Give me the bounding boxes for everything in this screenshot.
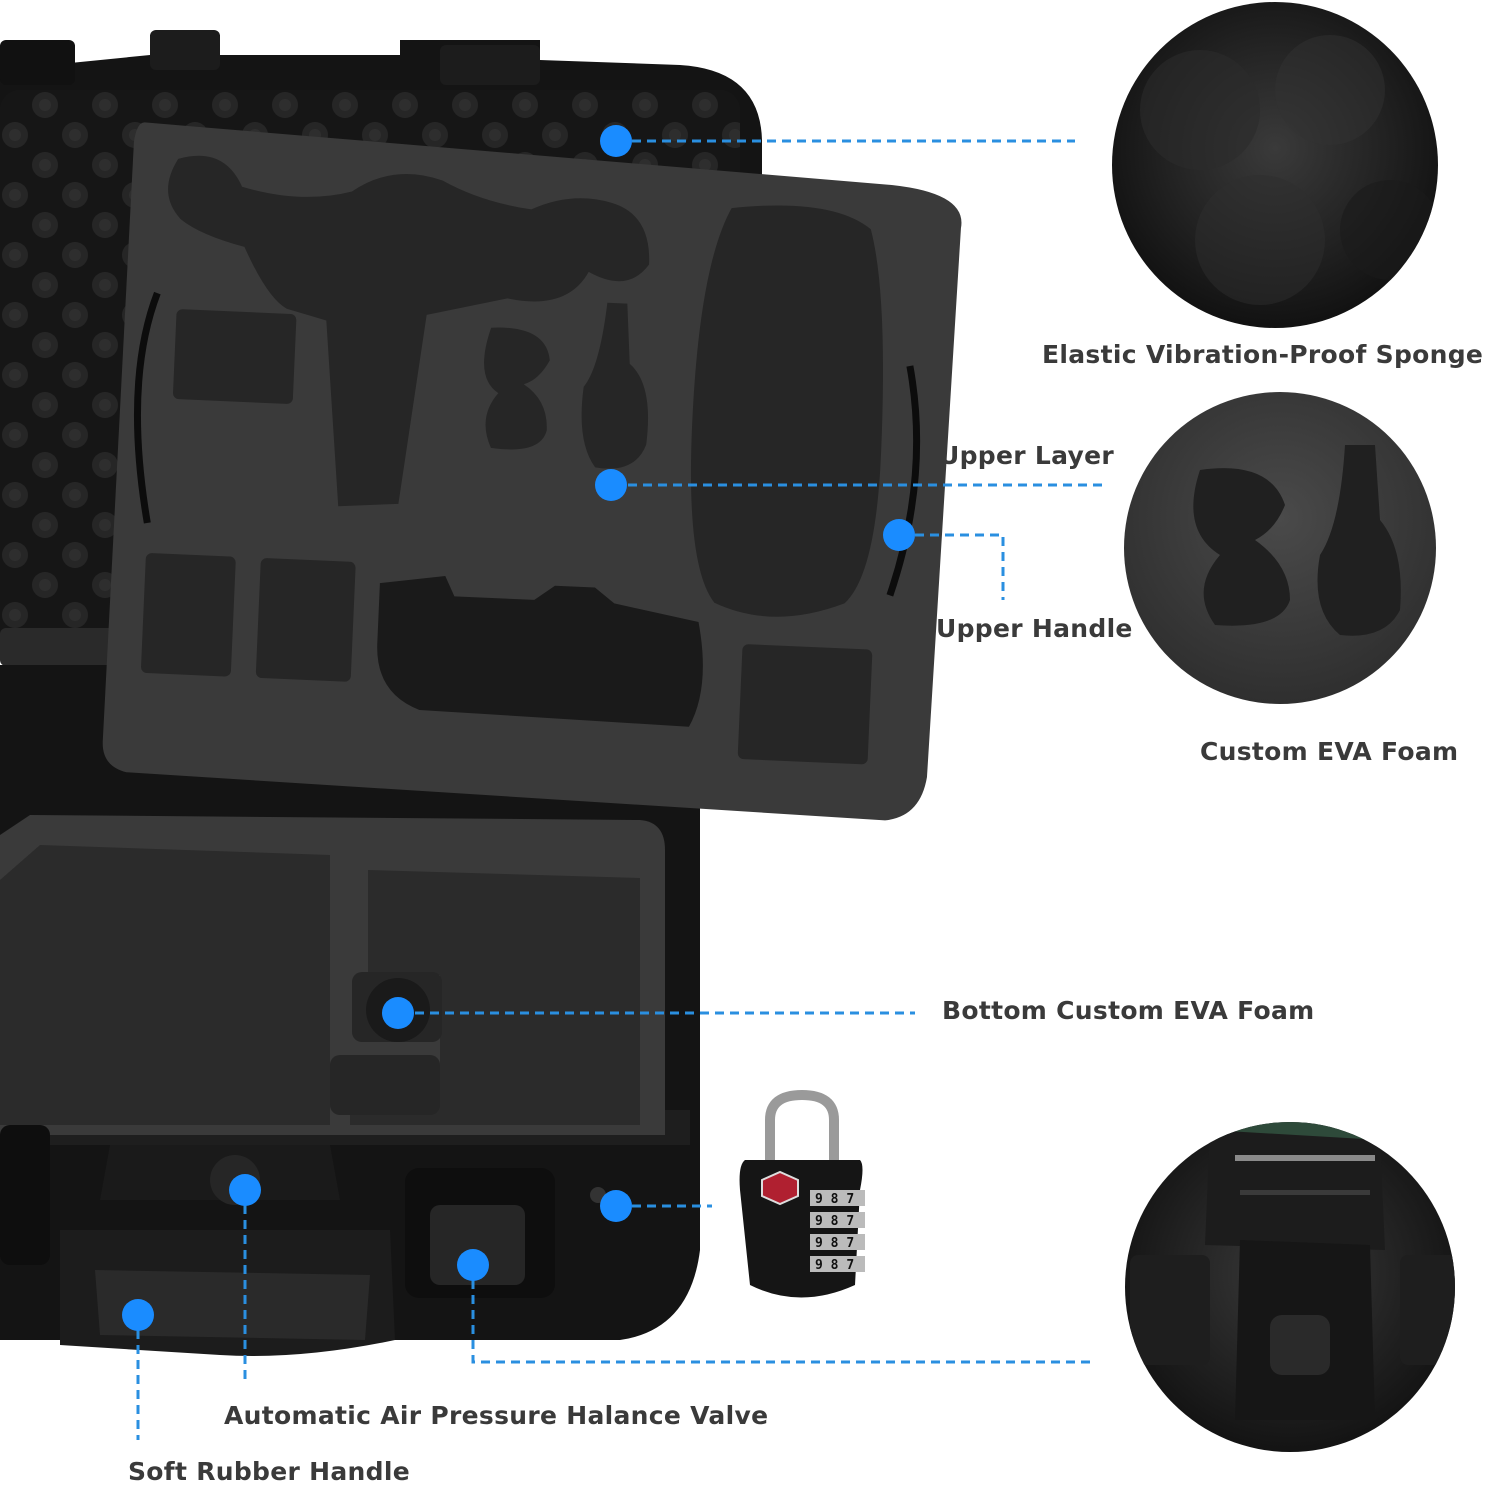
case-front-hardware — [0, 1125, 606, 1356]
marker-upper-layer — [595, 469, 627, 501]
label-bottom-eva-foam: Bottom Custom EVA Foam — [942, 996, 1315, 1025]
label-soft-handle: Soft Rubber Handle — [128, 1457, 410, 1486]
combination-padlock: 9 8 7 9 8 7 9 8 7 9 8 7 — [739, 1089, 865, 1298]
eva-foam-detail-circle — [1124, 392, 1436, 704]
upper-layer-foam — [102, 122, 962, 821]
label-air-valve: Automatic Air Pressure Halance Valve — [224, 1401, 769, 1430]
lock-dials — [810, 1190, 865, 1272]
label-custom-eva-foam: Custom EVA Foam — [1200, 737, 1459, 766]
latch-detail-circle — [1125, 1122, 1455, 1452]
leader-latch — [471, 1265, 1090, 1364]
bottom-eva-foam — [0, 815, 665, 1135]
label-upper-handle: Upper Handle — [936, 614, 1133, 643]
marker-sponge — [600, 125, 632, 157]
dial-digit: 9 8 7 — [815, 1236, 854, 1251]
dial-digit: 9 8 7 — [815, 1192, 854, 1207]
marker-valve — [229, 1174, 261, 1206]
callout-markers — [122, 125, 915, 1331]
marker-lock — [600, 1190, 632, 1222]
marker-upper-handle — [883, 519, 915, 551]
dial-digit: 9 8 7 — [815, 1214, 854, 1229]
marker-soft-handle — [122, 1299, 154, 1331]
label-elastic-sponge: Elastic Vibration-Proof Sponge — [1042, 340, 1484, 369]
marker-latch — [457, 1249, 489, 1281]
marker-bottom-foam — [382, 997, 414, 1029]
label-upper-layer: Upper Layer — [939, 441, 1114, 470]
dial-digit: 9 8 7 — [815, 1258, 854, 1273]
sponge-detail-circle — [1112, 2, 1438, 328]
leader-lines — [136, 139, 1105, 1440]
